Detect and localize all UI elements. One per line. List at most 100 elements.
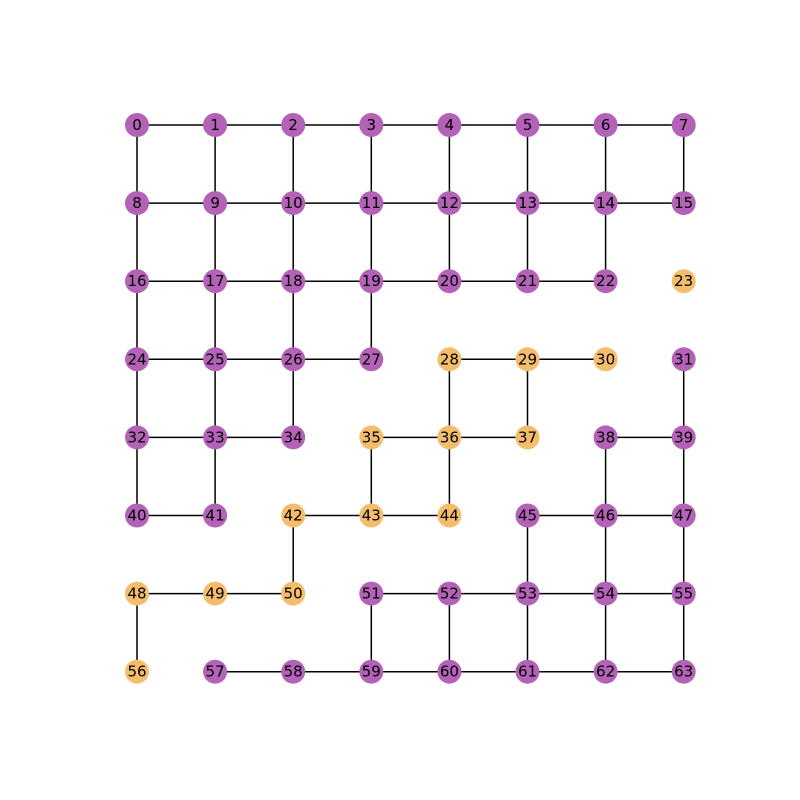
node-7: 7 bbox=[671, 113, 696, 137]
node-circle bbox=[671, 659, 696, 684]
node-label: 62 bbox=[596, 663, 615, 681]
node-label: 55 bbox=[674, 585, 693, 603]
node-circle bbox=[437, 425, 462, 450]
node-22: 22 bbox=[593, 269, 618, 294]
node-32: 32 bbox=[125, 425, 149, 450]
edges-layer bbox=[136, 124, 685, 673]
node-37: 37 bbox=[515, 425, 540, 450]
node-label: 59 bbox=[362, 663, 381, 681]
node-label: 11 bbox=[362, 194, 381, 212]
node-circle bbox=[671, 347, 696, 372]
node-circle bbox=[515, 269, 540, 294]
node-3: 3 bbox=[359, 113, 384, 137]
node-circle bbox=[515, 347, 540, 372]
node-label: 3 bbox=[367, 116, 377, 134]
node-label: 1 bbox=[210, 116, 220, 134]
node-54: 54 bbox=[593, 581, 618, 606]
node-circle bbox=[203, 347, 228, 372]
node-circle bbox=[203, 425, 228, 450]
node-label: 43 bbox=[362, 507, 381, 525]
node-label: 56 bbox=[127, 663, 146, 681]
node-62: 62 bbox=[593, 659, 618, 684]
node-circle bbox=[671, 269, 696, 294]
node-label: 28 bbox=[440, 350, 459, 368]
node-12: 12 bbox=[437, 191, 462, 216]
node-label: 21 bbox=[518, 272, 537, 290]
node-circle bbox=[203, 659, 228, 684]
node-10: 10 bbox=[281, 191, 306, 216]
node-circle bbox=[593, 659, 618, 684]
node-label: 29 bbox=[518, 350, 537, 368]
node-circle bbox=[437, 581, 462, 606]
node-label: 6 bbox=[601, 116, 611, 134]
node-circle bbox=[515, 581, 540, 606]
node-label: 50 bbox=[284, 585, 303, 603]
node-label: 31 bbox=[674, 350, 693, 368]
node-circle bbox=[359, 347, 384, 372]
node-16: 16 bbox=[125, 269, 149, 294]
node-34: 34 bbox=[281, 425, 306, 450]
node-label: 41 bbox=[206, 507, 225, 525]
node-42: 42 bbox=[281, 503, 306, 528]
node-label: 54 bbox=[596, 585, 615, 603]
node-label: 16 bbox=[127, 272, 146, 290]
node-label: 53 bbox=[518, 585, 537, 603]
node-45: 45 bbox=[515, 503, 540, 528]
node-circle bbox=[125, 659, 149, 684]
node-21: 21 bbox=[515, 269, 540, 294]
node-63: 63 bbox=[671, 659, 696, 684]
node-label: 44 bbox=[440, 507, 459, 525]
node-circle bbox=[203, 113, 228, 137]
node-2: 2 bbox=[281, 113, 306, 137]
node-circle bbox=[125, 269, 149, 294]
node-30: 30 bbox=[593, 347, 618, 372]
node-circle bbox=[437, 347, 462, 372]
node-label: 10 bbox=[284, 194, 303, 212]
node-circle bbox=[359, 113, 384, 137]
node-0: 0 bbox=[125, 113, 149, 137]
node-label: 27 bbox=[362, 350, 381, 368]
node-circle bbox=[125, 503, 149, 528]
node-label: 47 bbox=[674, 507, 693, 525]
node-label: 34 bbox=[284, 428, 303, 446]
node-label: 24 bbox=[127, 350, 146, 368]
node-1: 1 bbox=[203, 113, 228, 137]
node-40: 40 bbox=[125, 503, 149, 528]
node-circle bbox=[203, 191, 228, 216]
node-55: 55 bbox=[671, 581, 696, 606]
node-circle bbox=[203, 503, 228, 528]
node-label: 38 bbox=[596, 428, 615, 446]
node-circle bbox=[593, 191, 618, 216]
node-43: 43 bbox=[359, 503, 384, 528]
node-circle bbox=[515, 425, 540, 450]
node-53: 53 bbox=[515, 581, 540, 606]
node-label: 12 bbox=[440, 194, 459, 212]
node-circle bbox=[515, 503, 540, 528]
node-58: 58 bbox=[281, 659, 306, 684]
node-label: 39 bbox=[674, 428, 693, 446]
node-31: 31 bbox=[671, 347, 696, 372]
node-57: 57 bbox=[203, 659, 228, 684]
node-label: 0 bbox=[132, 116, 142, 134]
node-circle bbox=[515, 659, 540, 684]
node-48: 48 bbox=[125, 581, 149, 606]
node-38: 38 bbox=[593, 425, 618, 450]
node-circle bbox=[125, 191, 149, 216]
node-circle bbox=[437, 191, 462, 216]
node-26: 26 bbox=[281, 347, 306, 372]
node-41: 41 bbox=[203, 503, 228, 528]
node-6: 6 bbox=[593, 113, 618, 137]
node-circle bbox=[515, 191, 540, 216]
node-label: 46 bbox=[596, 507, 615, 525]
node-17: 17 bbox=[203, 269, 228, 294]
node-circle bbox=[125, 425, 149, 450]
node-label: 42 bbox=[284, 507, 303, 525]
node-circle bbox=[359, 425, 384, 450]
node-circle bbox=[359, 269, 384, 294]
node-circle bbox=[671, 191, 696, 216]
node-49: 49 bbox=[203, 581, 228, 606]
node-44: 44 bbox=[437, 503, 462, 528]
node-label: 35 bbox=[362, 428, 381, 446]
node-label: 48 bbox=[127, 585, 146, 603]
node-11: 11 bbox=[359, 191, 384, 216]
